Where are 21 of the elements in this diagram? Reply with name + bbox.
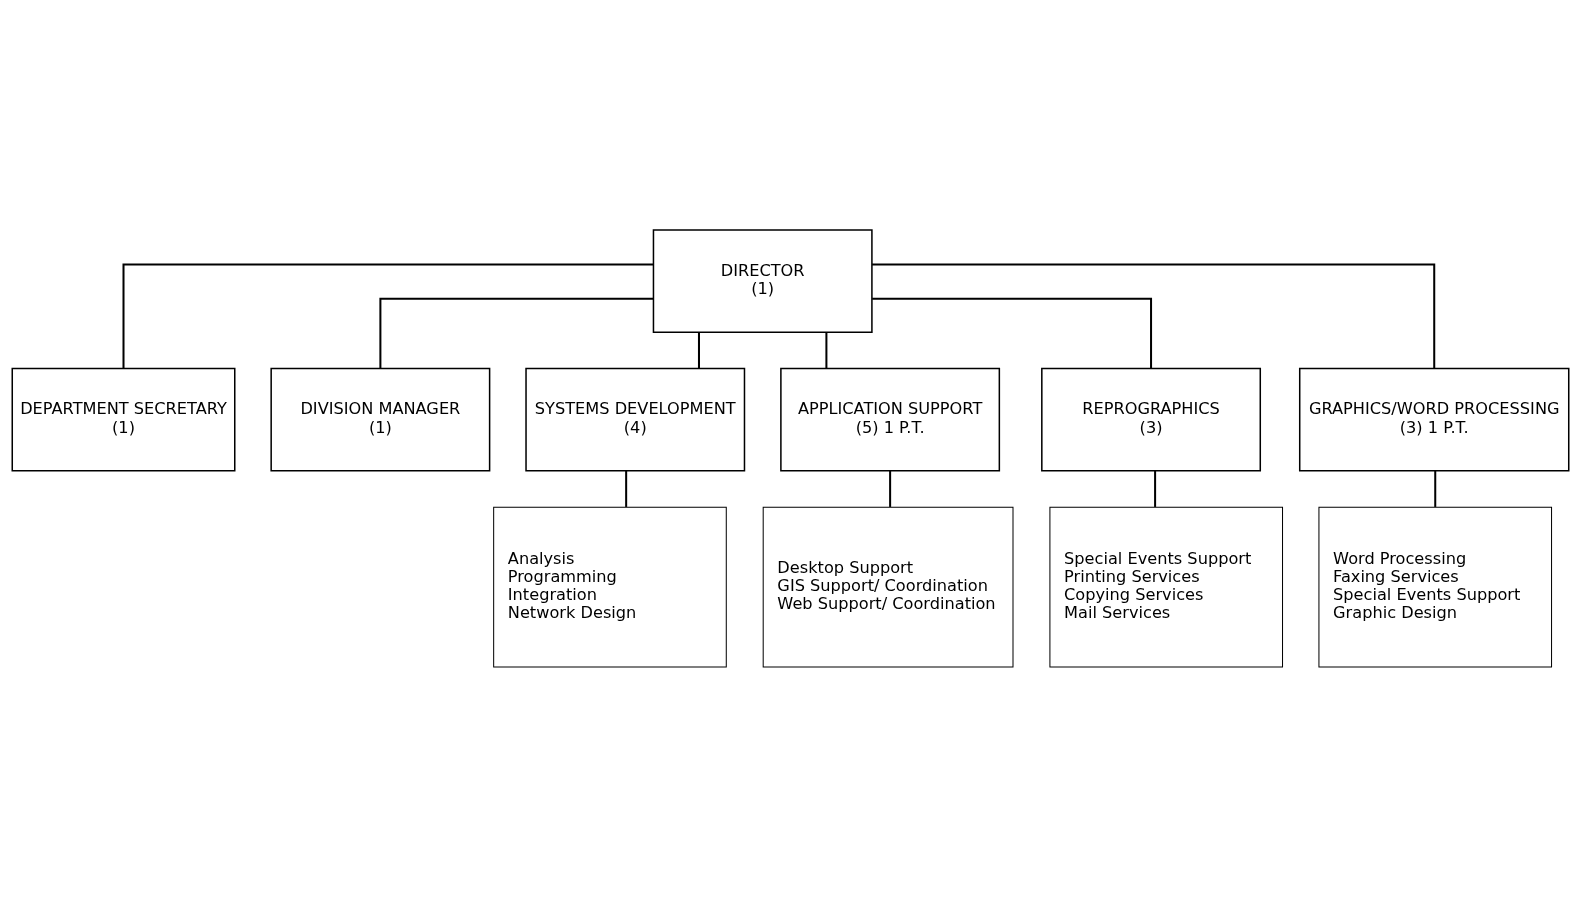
node-box: Desktop Support GIS Support/ Coordination Web Support/ Coordination (762, 506, 1014, 668)
node-box: Analysis Programming Integration Network Design (493, 506, 727, 668)
connector (1434, 470, 1437, 507)
node-box: APPLICATION SUPPORT (5) 1 P.T. (780, 367, 1001, 472)
node-box: REPROGRAPHICS (3) (1041, 367, 1262, 472)
node-box: DEPARTMENT SECRETARY (1) (11, 367, 236, 472)
node-box: Word Processing Faxing Services Special Events Support Graphic Design (1318, 506, 1553, 668)
node-box: GRAPHICS/WORD PROCESSING (3) 1 P.T. (1298, 367, 1570, 472)
connector (122, 263, 654, 369)
connector (825, 332, 828, 369)
connector (697, 332, 700, 369)
connector (1154, 470, 1157, 507)
node-box: DIRECTOR (1) (652, 229, 873, 333)
node-box: SYSTEMS DEVELOPMENT (4) (525, 367, 746, 472)
connector (625, 470, 628, 507)
node-box: DIVISION MANAGER (1) (270, 367, 491, 472)
connector (379, 297, 654, 369)
connector (872, 297, 1153, 369)
connector (872, 263, 1436, 369)
node-box: Special Events Support Printing Services Copying Services Mail Services (1049, 506, 1284, 668)
connector (889, 470, 892, 507)
